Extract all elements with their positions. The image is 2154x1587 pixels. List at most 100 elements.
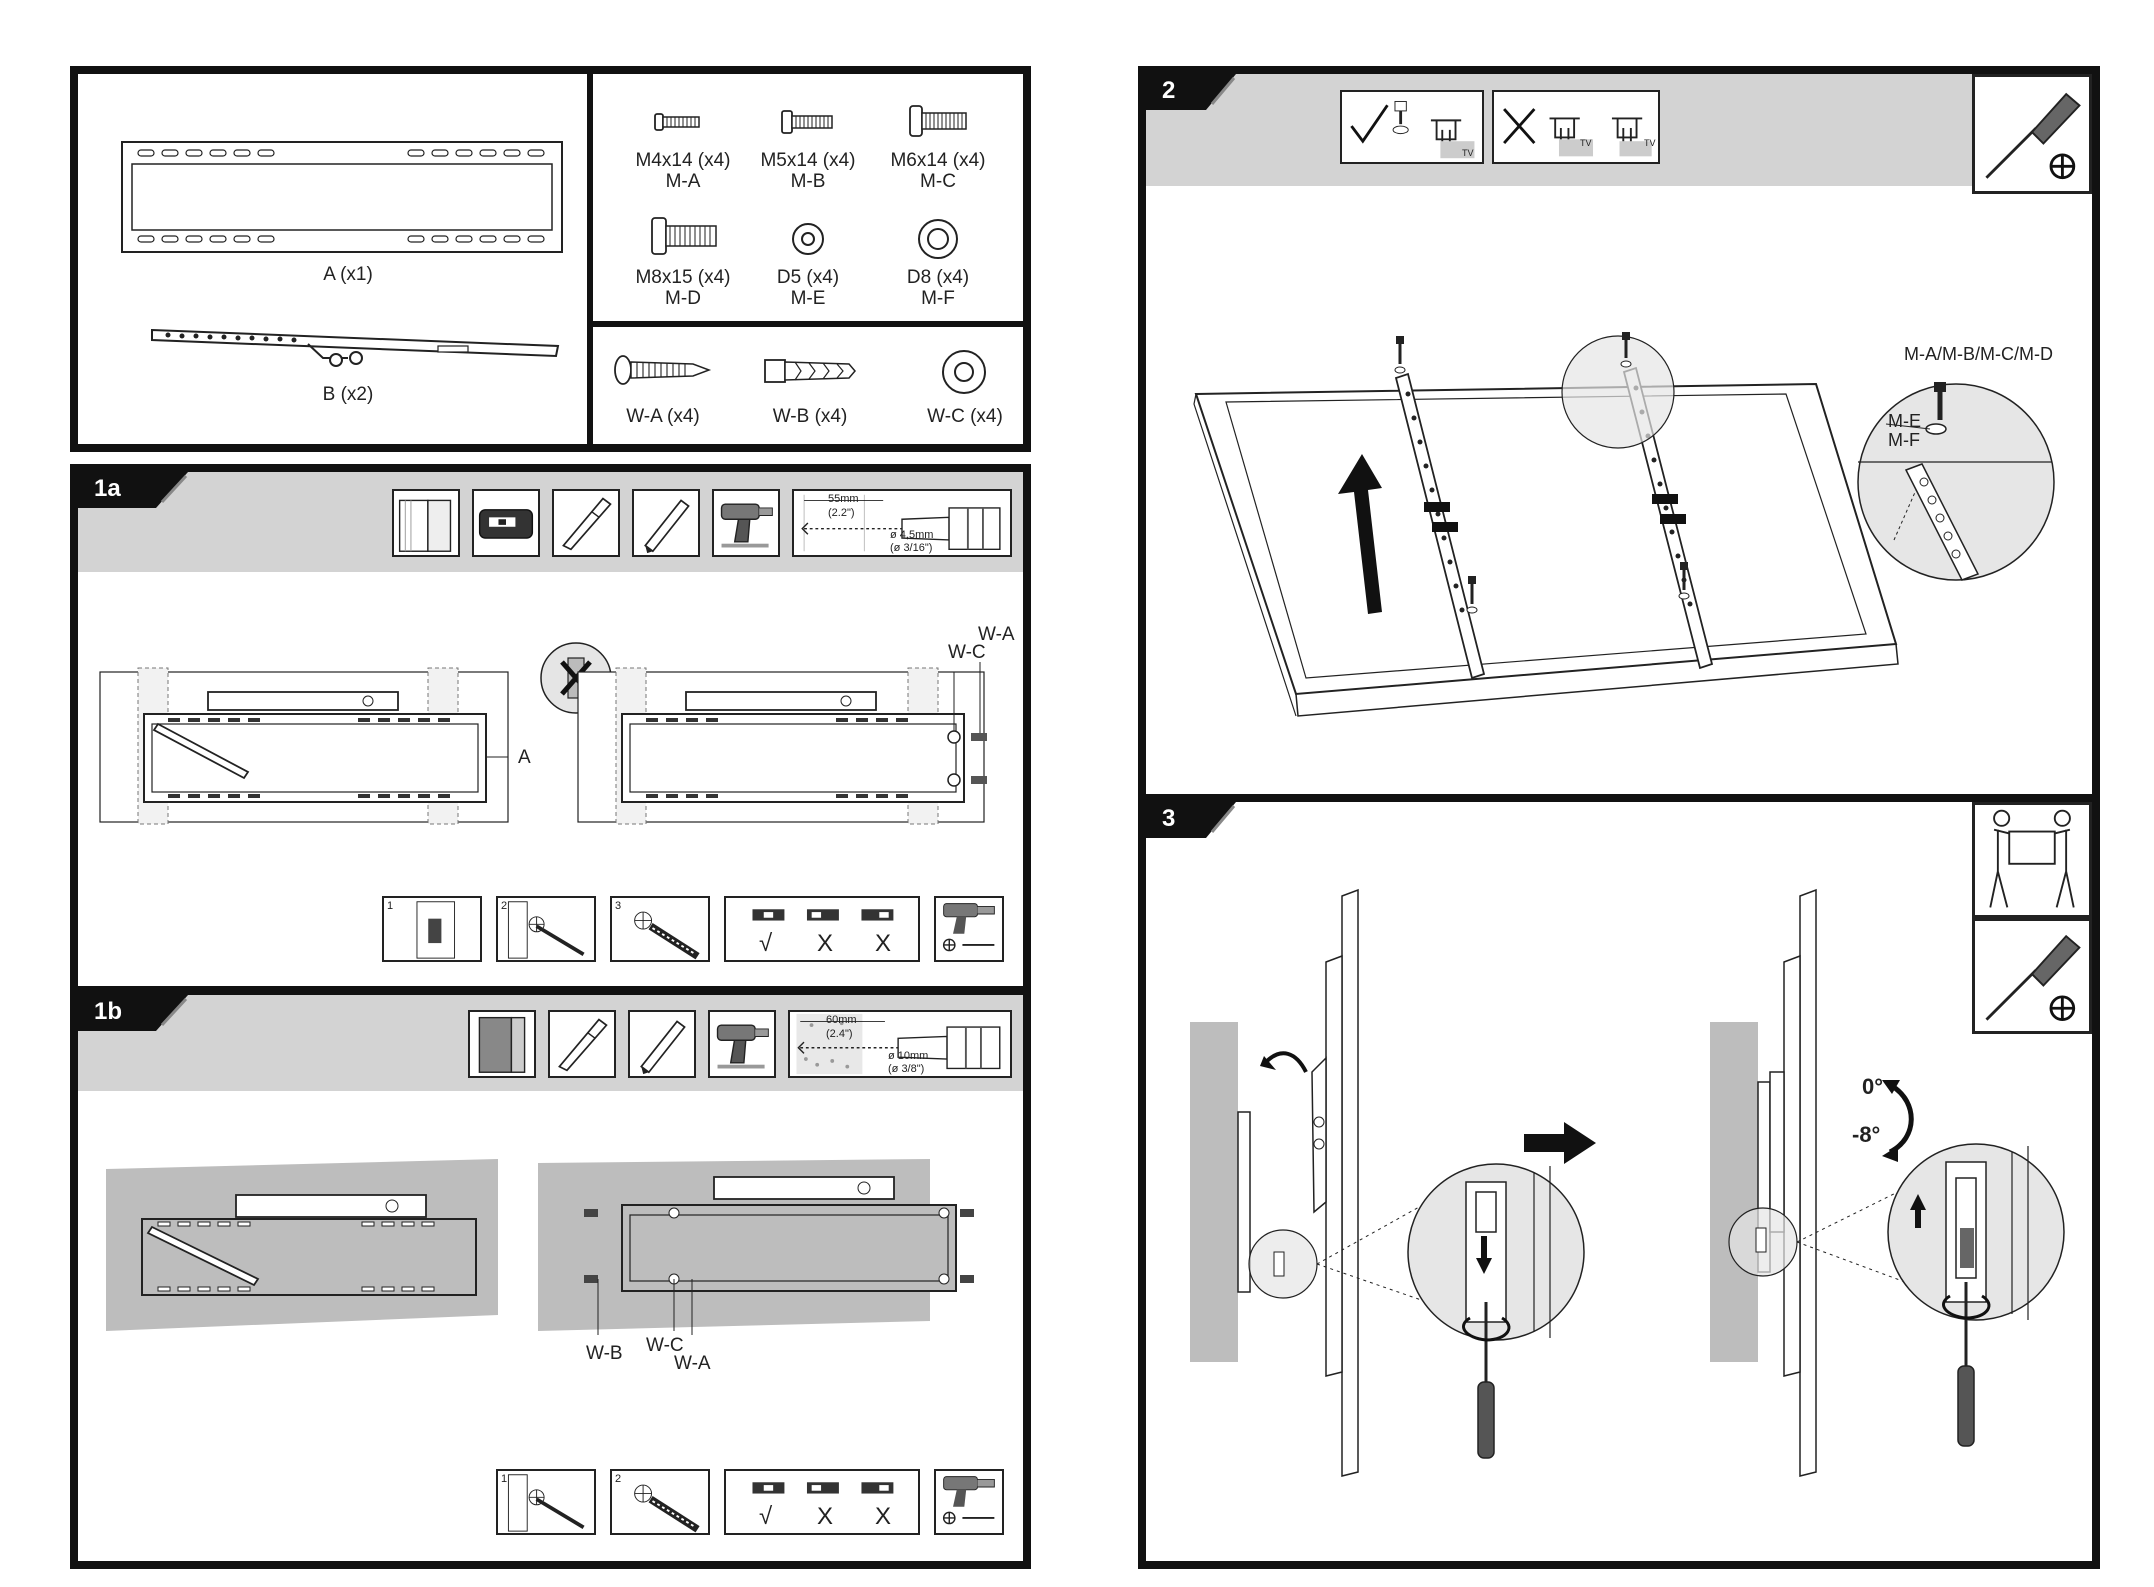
part-m-d-code: M-D	[628, 288, 738, 309]
step-1a-drill-depth: 55mm	[828, 493, 859, 505]
step-1b-level-bad-2: X	[875, 1503, 891, 1531]
step-1b-level-check: √ X X	[724, 1469, 920, 1535]
step-3-panel: 3	[1138, 794, 2100, 1569]
step-2-panel: 2 TV TV TV	[1138, 66, 2100, 802]
step-3-label: 3	[1162, 805, 1175, 833]
step-1b-level-bad-1: X	[817, 1503, 833, 1531]
step-1a-substep-2: 2	[496, 896, 596, 962]
step-1a-level-bad-2: X	[875, 930, 891, 958]
step-2-screws-label: M-A/M-B/M-C/M-D	[1904, 344, 2053, 365]
part-m-f-code: M-F	[883, 288, 993, 309]
step-1a-drill-depth-in: (2.2")	[828, 507, 855, 519]
screw-m-c-icon	[908, 104, 970, 138]
step-1a-panel: 1a 55mm (2.2") ø 4,5mm (ø 3/16")	[70, 464, 1031, 994]
step-1a-plate-screws-drawing	[576, 662, 996, 832]
stud-finder-icon	[472, 489, 540, 557]
bracket-b-illustration	[148, 314, 568, 384]
step-1a-callout-wc: W-C	[948, 642, 986, 664]
screw-m-a-icon	[653, 110, 703, 134]
screw-length-incorrect-tv-1: TV	[1580, 138, 1592, 148]
screw-length-correct: TV	[1340, 90, 1484, 164]
wall-anchor-w-b-icon	[763, 354, 858, 388]
tool-stud-wall	[392, 489, 460, 557]
screw-length-incorrect-tv-2: TV	[1644, 138, 1656, 148]
parts-panel: A (x1) B (x2) M4x14 (x4) M-A M5x14 (x4) …	[70, 66, 1031, 452]
step-1b-substep-1-num: 1	[501, 1473, 507, 1485]
screw-m-b-icon	[780, 108, 836, 136]
wall-plate-a-illustration	[118, 136, 568, 266]
step-1a-substep-3-num: 3	[615, 900, 621, 912]
utility-knife-icon-1b	[548, 1010, 616, 1078]
part-m-a-size: M4x14 (x4)	[628, 150, 738, 171]
step-2-badge: 2	[1146, 74, 1236, 110]
step-1a-badge: 1a	[78, 472, 188, 508]
power-drill-icon-1b	[708, 1010, 776, 1078]
part-b-label: B (x2)	[308, 384, 388, 405]
part-m-f-size: D8 (x4)	[883, 267, 993, 288]
step-1a-level-bad-1: X	[817, 930, 833, 958]
step-1b-level-ok: √	[759, 1503, 772, 1531]
parts-divider-horizontal	[587, 321, 1027, 327]
wood-screw-w-a-icon	[613, 352, 713, 388]
step-1a-level-ok: √	[759, 930, 772, 958]
part-m-d-size: M8x15 (x4)	[628, 267, 738, 288]
step-1a-substep-3: 3	[610, 896, 710, 962]
step-1b-substep-2-num: 2	[615, 1473, 621, 1485]
step-1a-substep-2-num: 2	[501, 900, 507, 912]
step-3-next-arrow	[1520, 1118, 1600, 1168]
step-3-badge: 3	[1146, 802, 1236, 838]
step-1b-plate-screws-drawing	[534, 1155, 994, 1335]
step-1a-label: 1a	[94, 475, 121, 503]
step-1a-substep-1-num: 1	[387, 900, 393, 912]
washer-w-c-icon	[940, 348, 988, 396]
washer-m-f-icon	[916, 217, 960, 261]
step-1b-drill-bit: ø 10mm	[888, 1050, 928, 1062]
washer-m-e-icon	[790, 221, 826, 257]
step-1b-substep-2: 2	[610, 1469, 710, 1535]
part-m-c-size: M6x14 (x4)	[883, 150, 993, 171]
part-w-a-label: W-A (x4)	[608, 406, 718, 427]
part-a-label: A (x1)	[308, 264, 388, 285]
part-m-a-code: M-A	[628, 171, 738, 192]
part-m-c-code: M-C	[883, 171, 993, 192]
step-3-tilt-0: 0°	[1862, 1074, 1883, 1100]
step-2-tv-back-drawing	[1186, 254, 2066, 774]
parts-divider-vertical	[587, 74, 593, 446]
step-1b-drill-phillips	[934, 1469, 1004, 1535]
pencil-icon	[632, 489, 700, 557]
tool-concrete-wall	[468, 1010, 536, 1078]
step-1a-substep-1: 1	[382, 896, 482, 962]
part-m-b-size: M5x14 (x4)	[753, 150, 863, 171]
step-1b-callout-wb: W-B	[586, 1343, 623, 1365]
utility-knife-icon	[552, 489, 620, 557]
part-m-e-code: M-E	[753, 288, 863, 309]
step-2-washer-me: M-E	[1888, 411, 1921, 432]
screw-length-incorrect: TV TV	[1492, 90, 1660, 164]
pencil-icon-1b	[628, 1010, 696, 1078]
screw-length-correct-tv: TV	[1462, 148, 1474, 158]
phillips-screwdriver-box	[1972, 74, 2092, 194]
drill-depth-diagram-1b: 60mm (2.4") ø 10mm (ø 3/8")	[788, 1010, 1012, 1078]
part-w-b-label: W-B (x4)	[755, 406, 865, 427]
part-w-c-label: W-C (x4)	[910, 406, 1020, 427]
step-1a-plate-level-drawing	[98, 662, 518, 832]
part-m-e-size: D5 (x4)	[753, 267, 863, 288]
step-3-hang-drawing-left	[1186, 882, 1646, 1552]
step-1b-drill-depth: 60mm	[826, 1014, 857, 1026]
step-1b-substep-1: 1	[496, 1469, 596, 1535]
step-2-washer-mf: M-F	[1888, 430, 1920, 451]
step-1a-callout-a: A	[518, 747, 531, 769]
step-1a-drill-bit-in: (ø 3/16")	[890, 542, 932, 554]
step-1b-label: 1b	[94, 998, 122, 1026]
step-1a-drill-bit: ø 4,5mm	[890, 529, 933, 541]
step-2-label: 2	[1162, 77, 1175, 105]
power-drill-icon	[712, 489, 780, 557]
step-1a-drill-phillips	[934, 896, 1004, 962]
step-1b-badge: 1b	[78, 995, 188, 1031]
step-1b-drill-depth-in: (2.4")	[826, 1028, 853, 1040]
step-1a-level-check: √ X X	[724, 896, 920, 962]
part-m-b-code: M-B	[753, 171, 863, 192]
screw-m-d-icon	[650, 216, 720, 256]
step-1b-plate-level-drawing	[102, 1155, 506, 1335]
step-3-tilt-minus-8: -8°	[1852, 1122, 1880, 1148]
